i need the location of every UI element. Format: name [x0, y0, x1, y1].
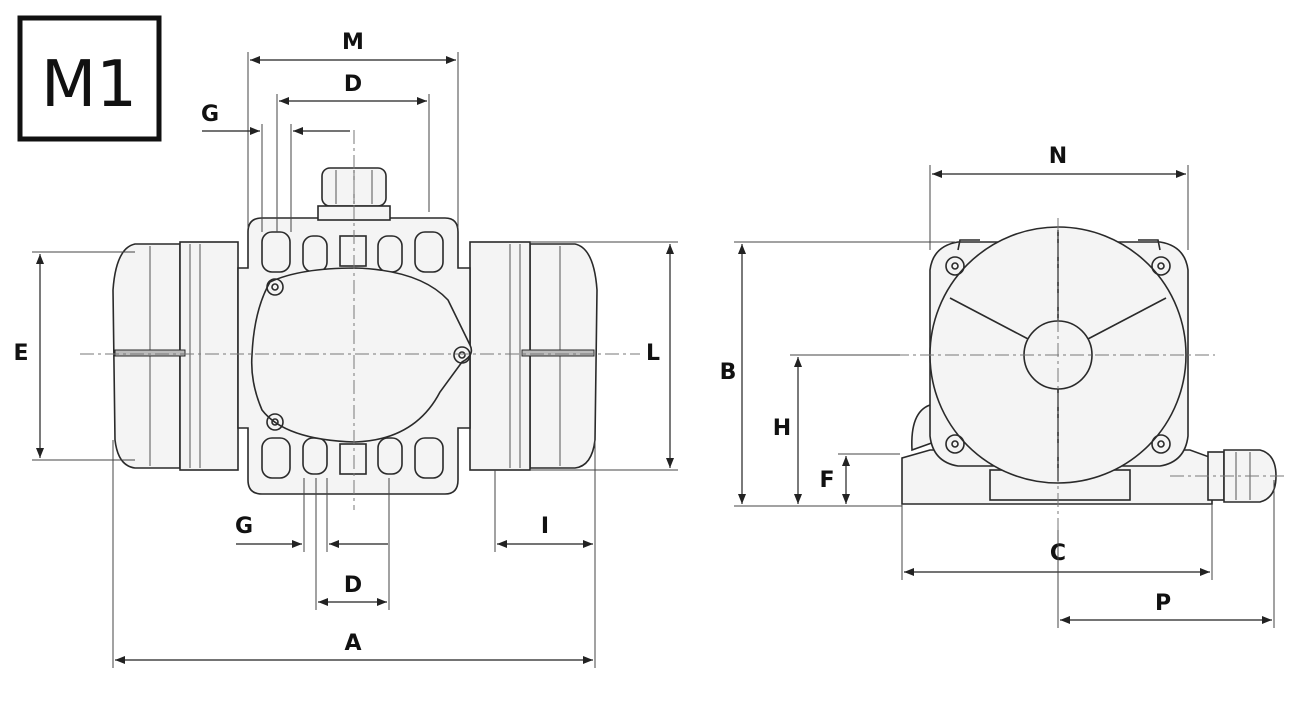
dim-label-N: N — [1049, 144, 1067, 169]
left-flange — [179, 241, 239, 471]
dim-label-B: B — [720, 360, 737, 385]
dim-label-D-bottom: D — [344, 573, 362, 598]
dim-label-F: F — [819, 468, 834, 493]
dim-label-E: E — [13, 341, 28, 366]
model-badge: M1 — [17, 15, 162, 142]
side-dimensions: N B H F C P — [720, 144, 1275, 628]
dim-label-L: L — [646, 341, 660, 366]
dim-label-H: H — [773, 416, 791, 441]
dim-label-G-bottom: G — [235, 514, 253, 539]
dim-label-D-top: D — [344, 72, 362, 97]
front-view — [80, 130, 640, 510]
top-slots — [261, 231, 444, 273]
dim-label-G-top: G — [201, 102, 219, 127]
front-dimensions: M D G E L G I D — [13, 30, 678, 668]
dim-label-P: P — [1155, 591, 1171, 616]
dim-label-A: A — [344, 631, 361, 656]
dim-label-M: M — [342, 30, 364, 55]
terminal-cover — [250, 267, 473, 443]
right-flange — [469, 241, 531, 471]
model-badge-text: M1 — [41, 48, 137, 122]
side-view — [895, 218, 1285, 530]
dim-label-I: I — [541, 514, 549, 539]
